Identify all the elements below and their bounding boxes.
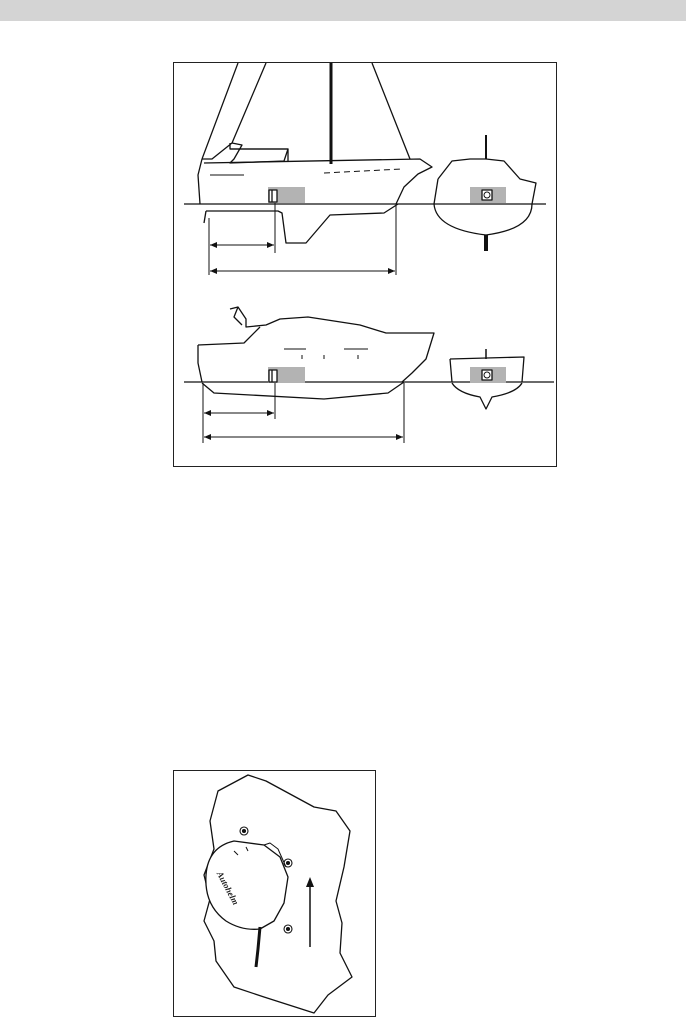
powerboat-hull: [202, 382, 404, 399]
powerboat-front-view: [450, 349, 524, 409]
sailboat-front-view: [406, 135, 546, 251]
sailboat-keel: [206, 204, 398, 243]
boat-placement-figure: [173, 62, 557, 467]
sailboat-front-hull: [434, 204, 532, 235]
sail-backstay: [372, 63, 410, 159]
powerboat-front-hull: [452, 383, 522, 409]
unit-body: [206, 841, 288, 929]
mounted-unit-diagram: Autohelm: [174, 771, 375, 1016]
powerboat-superstructure: [230, 307, 434, 382]
boat-placement-diagram: [174, 63, 556, 466]
powerboat-transducer-icon: [269, 370, 277, 382]
page-header-bar: [0, 0, 686, 21]
sailboat-stern: [198, 159, 202, 204]
sailboat-transducer-icon: [269, 190, 277, 202]
sail-foresail-luff: [202, 63, 238, 159]
unit-cable: [256, 927, 260, 967]
powerboat-stern: [198, 345, 202, 382]
sailboat-hull-top: [204, 159, 432, 204]
mounted-unit-figure: Autohelm: [173, 770, 376, 1017]
sailboat-side-view: [184, 63, 432, 275]
